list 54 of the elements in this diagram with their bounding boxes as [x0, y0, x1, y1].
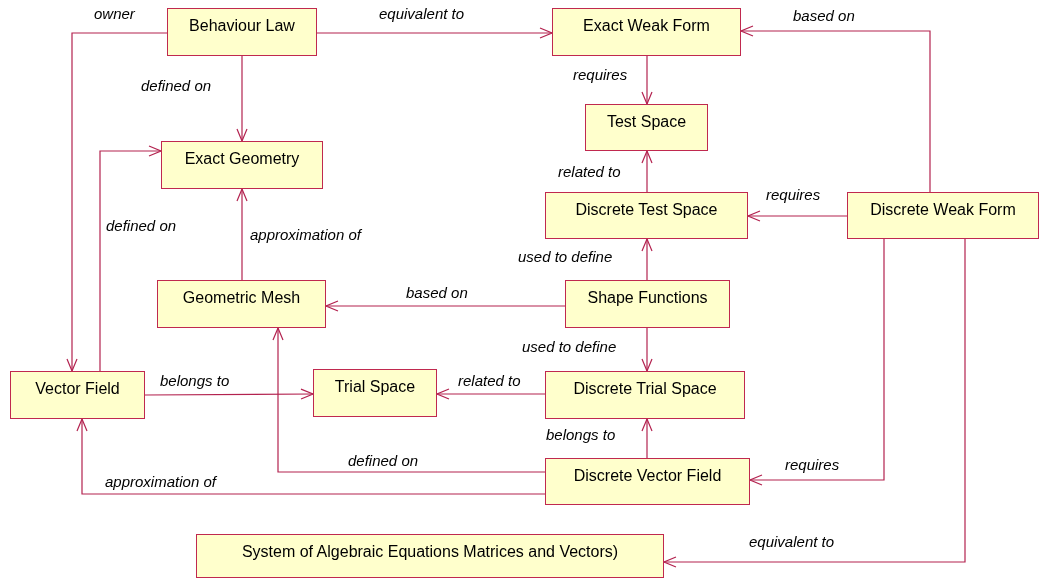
arrow	[663, 238, 966, 568]
class-box	[10, 371, 145, 419]
node-label: Vector Field	[35, 379, 120, 399]
class-box	[157, 280, 326, 328]
arrow	[236, 188, 248, 281]
class-box	[847, 192, 1039, 239]
node-label: Exact Weak Form	[583, 16, 710, 36]
class-box	[196, 534, 664, 578]
node-label: Geometric Mesh	[182, 288, 301, 308]
arrow	[641, 327, 653, 372]
class-box	[161, 141, 323, 189]
arrow	[436, 388, 546, 400]
arrow	[316, 27, 553, 39]
arrow	[747, 210, 848, 222]
edge-label: equivalent to	[378, 5, 466, 24]
arrow	[99, 145, 162, 372]
class-box	[545, 458, 750, 505]
node-label: Behaviour Law	[189, 16, 295, 36]
edge-label: approximation of	[249, 226, 362, 245]
node-label: Discrete Test Space	[575, 200, 718, 220]
arrow	[740, 25, 931, 193]
node-label: System of Algebraic Equations Matrices and Vectors)	[241, 542, 619, 562]
node-label: Shape Functions	[587, 288, 708, 308]
arrow	[641, 150, 653, 193]
edge-label: requires	[765, 186, 822, 205]
class-box	[545, 371, 745, 419]
edge-label: equivalent to	[748, 533, 836, 552]
class-box	[167, 8, 317, 56]
arrow	[749, 238, 885, 486]
class-box	[585, 104, 708, 151]
arrow	[641, 418, 653, 459]
arrow	[236, 55, 248, 142]
edge-label: belongs to	[545, 426, 617, 445]
arrow	[641, 55, 653, 105]
edge-label: requires	[784, 456, 841, 475]
arrow	[641, 238, 653, 281]
node-label: Exact Geometry	[184, 149, 300, 169]
arrow	[66, 32, 168, 372]
node-label: Discrete Trial Space	[573, 379, 717, 399]
node-label: Discrete Weak Form	[870, 200, 1016, 220]
arrow	[272, 327, 546, 473]
arrow	[76, 418, 546, 495]
arrow	[325, 300, 566, 312]
node-label: Discrete Vector Field	[573, 466, 722, 486]
class-box	[552, 8, 741, 56]
node-label: Test Space	[606, 112, 687, 132]
arrow	[144, 388, 314, 400]
edge-label: requires	[572, 66, 629, 85]
class-box	[545, 192, 748, 239]
class-box	[313, 369, 437, 417]
edge-label: approximation of	[104, 473, 217, 492]
edge-label: belongs to	[159, 372, 231, 391]
node-label: Trial Space	[334, 377, 416, 397]
class-box	[565, 280, 730, 328]
